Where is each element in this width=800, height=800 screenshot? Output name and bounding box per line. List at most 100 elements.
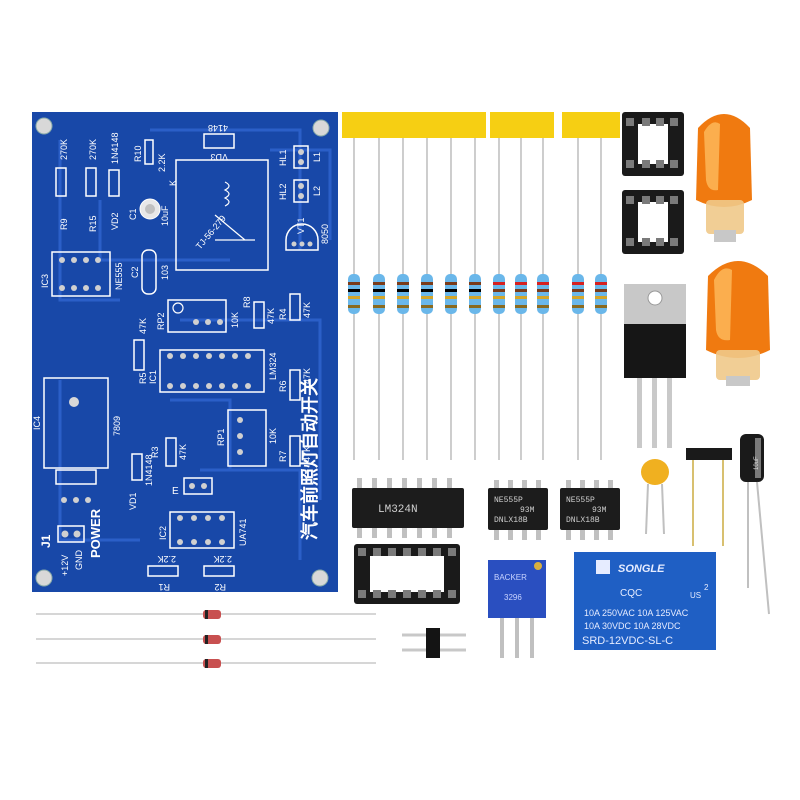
ceramic-capacitor xyxy=(641,459,669,535)
r15-val-label: 270K xyxy=(88,139,98,160)
r3-label: R3 xyxy=(150,446,160,458)
rp2-label: RP2 xyxy=(156,312,166,330)
resistor xyxy=(572,274,584,314)
resistor xyxy=(493,274,505,314)
ic4-label: IC4 xyxy=(32,416,42,430)
resistor xyxy=(348,274,360,314)
diodes xyxy=(36,610,376,668)
ic-socket-8pin-a xyxy=(622,112,684,176)
ic3-label: IC3 xyxy=(40,274,50,288)
c2-val-label: 103 xyxy=(160,265,170,280)
vd1-label: VD1 xyxy=(128,492,138,510)
chip-lm324: LM324N xyxy=(352,478,464,538)
resistor xyxy=(595,274,607,314)
vd3-val-label: 4148 xyxy=(208,123,228,133)
l1-label: L1 xyxy=(312,152,322,162)
relay-cqc: CQC xyxy=(620,588,642,599)
resistor xyxy=(515,274,527,314)
j1-label: J1 xyxy=(39,534,53,548)
l2-label: L2 xyxy=(312,186,322,196)
r10-label: R10 xyxy=(133,145,143,162)
chip-ne555-2: NE555P 93M DNLX18B xyxy=(560,480,620,540)
plus12v-label: +12V xyxy=(60,555,70,576)
ic4-val-label: 7809 xyxy=(112,416,122,436)
ne555-1-bot: DNLX18B xyxy=(494,516,528,525)
relay-model: SRD-12VDC-SL-C xyxy=(582,635,673,647)
trimpot-brand: BACKER xyxy=(494,573,527,582)
relay: SONGLE CQC US 2 10A 250VAC 10A 125VAC 10… xyxy=(574,552,716,650)
r7-label: R7 xyxy=(278,450,288,462)
vd1-val-label: 1N4148 xyxy=(144,454,154,486)
r3-val-label: 47K xyxy=(178,444,188,460)
trimpot: BACKER 3296 xyxy=(488,560,546,658)
chip-lm324-text: LM324N xyxy=(378,504,418,516)
bulb-1 xyxy=(696,114,752,242)
relay-us: US xyxy=(690,591,701,600)
rp1-val-label: 10K xyxy=(268,428,278,444)
rp1-label: RP1 xyxy=(216,428,226,446)
resistor xyxy=(373,274,385,314)
resistor-strip xyxy=(342,112,620,460)
electrolytic-capacitor: 10uF xyxy=(740,434,770,615)
ne555-label: NE555 xyxy=(114,262,124,290)
relay-rating2: 10A 30VDC 10A 28VDC xyxy=(584,621,681,631)
relay-rating1: 10A 250VAC 10A 125VAC xyxy=(584,608,689,618)
ic2-label: IC2 xyxy=(158,526,168,540)
r2-val-label: 2.2K xyxy=(213,554,232,564)
e-label: E xyxy=(172,486,179,497)
r9-label: R9 xyxy=(59,218,69,230)
trimpot-code: 3296 xyxy=(504,593,522,602)
ne555-1-top: NE555P xyxy=(494,496,523,505)
r1-val-label: 2.2K xyxy=(157,554,176,564)
relay-two: 2 xyxy=(704,583,709,592)
r7-val-label: 47K xyxy=(302,446,312,462)
header-pins xyxy=(402,628,466,658)
resistor xyxy=(469,274,481,314)
lm324-label: LM324 xyxy=(268,352,278,380)
vt1-val-label: 8050 xyxy=(320,224,330,244)
ne555-2-bot: DNLX18B xyxy=(566,516,600,525)
bulb-2 xyxy=(706,261,770,386)
transistor xyxy=(686,448,732,546)
diode-2 xyxy=(203,635,221,644)
resistor xyxy=(445,274,457,314)
pcb-board: 270K 270K 1N4148 R9 R15 VD2 R10 2.2K C1 … xyxy=(32,112,338,592)
resistor xyxy=(397,274,409,314)
ne555-2-top: NE555P xyxy=(566,496,595,505)
r5-label: R5 xyxy=(138,372,148,384)
r8-label: R8 xyxy=(242,296,252,308)
vd2-val-label: 1N4148 xyxy=(110,132,120,164)
resistor xyxy=(537,274,549,314)
r5-val-label: 47K xyxy=(138,318,148,334)
chip-ne555-1: NE555P 93M DNLX18B xyxy=(488,480,548,540)
diode-1 xyxy=(203,610,221,619)
vd2-label: VD2 xyxy=(110,212,120,230)
ecap-value: 10uF xyxy=(754,456,760,470)
ic-socket-14pin xyxy=(354,544,460,604)
r15-label: R15 xyxy=(88,215,98,232)
r1-label: R1 xyxy=(158,582,170,592)
c2-label: C2 xyxy=(130,266,140,278)
rp2-val-label: 10K xyxy=(230,312,240,328)
vd3-label: VD3 xyxy=(210,152,228,162)
r6-val-label: 47K xyxy=(302,368,312,384)
resistor xyxy=(421,274,433,314)
c1-label: C1 xyxy=(128,208,138,220)
ic2-val-label: UA741 xyxy=(238,518,248,546)
diode-3 xyxy=(203,659,221,668)
r6-label: R6 xyxy=(278,380,288,392)
ic-socket-8pin-b xyxy=(622,190,684,254)
r4-val-label: 47K xyxy=(302,302,312,318)
power-label: POWER xyxy=(88,508,103,558)
r2-label: R2 xyxy=(214,582,226,592)
vt1-label: VT1 xyxy=(296,217,306,234)
r10-val-label: 2.2K xyxy=(157,153,167,172)
r8-val-label: 47K xyxy=(266,308,276,324)
ic1-label: IC1 xyxy=(148,370,158,384)
ne555-2-mid: 93M xyxy=(592,506,607,515)
relay-brand: SONGLE xyxy=(618,563,665,575)
k-label: K xyxy=(168,180,178,186)
r9-val-label: 270K xyxy=(59,139,69,160)
gnd-label: GND xyxy=(74,550,84,571)
